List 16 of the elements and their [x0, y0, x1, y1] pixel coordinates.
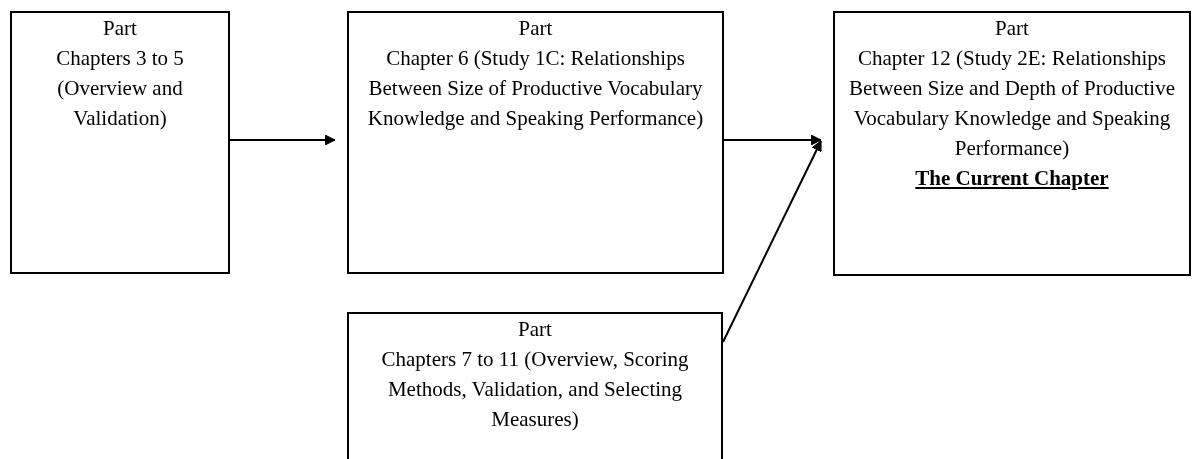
- chapter-box: [347, 312, 723, 459]
- arrow: [229, 134, 336, 146]
- part-heading: Part: [994, 15, 1030, 42]
- chapter-box: [347, 11, 724, 274]
- arrow: [722, 140, 822, 343]
- chapter-description: Chapters 7 to 11 (Overview, Scoring Methods, Validation, and Selecting Measures): [380, 346, 690, 433]
- chapter-box: [10, 11, 230, 274]
- part-heading: Part: [102, 15, 138, 42]
- chapter-description: Chapter 12 (Study 2E: Relationships Between Size and Depth of Productive Vocabulary Knowledge and Speaking Performance): [848, 45, 1176, 162]
- chapter-description: Chapters 3 to 5 (Overview and Validation): [55, 45, 185, 132]
- current-chapter-note: The Current Chapter: [914, 165, 1110, 192]
- part-heading: Part: [517, 15, 554, 42]
- part-heading: Part: [517, 316, 553, 343]
- arrow: [723, 134, 822, 146]
- chapter-box: [833, 11, 1191, 276]
- chapter-description: Chapter 6 (Study 1C: Relationships Between Size of Productive Vocabulary Knowledge and Speaking Performance): [366, 45, 705, 132]
